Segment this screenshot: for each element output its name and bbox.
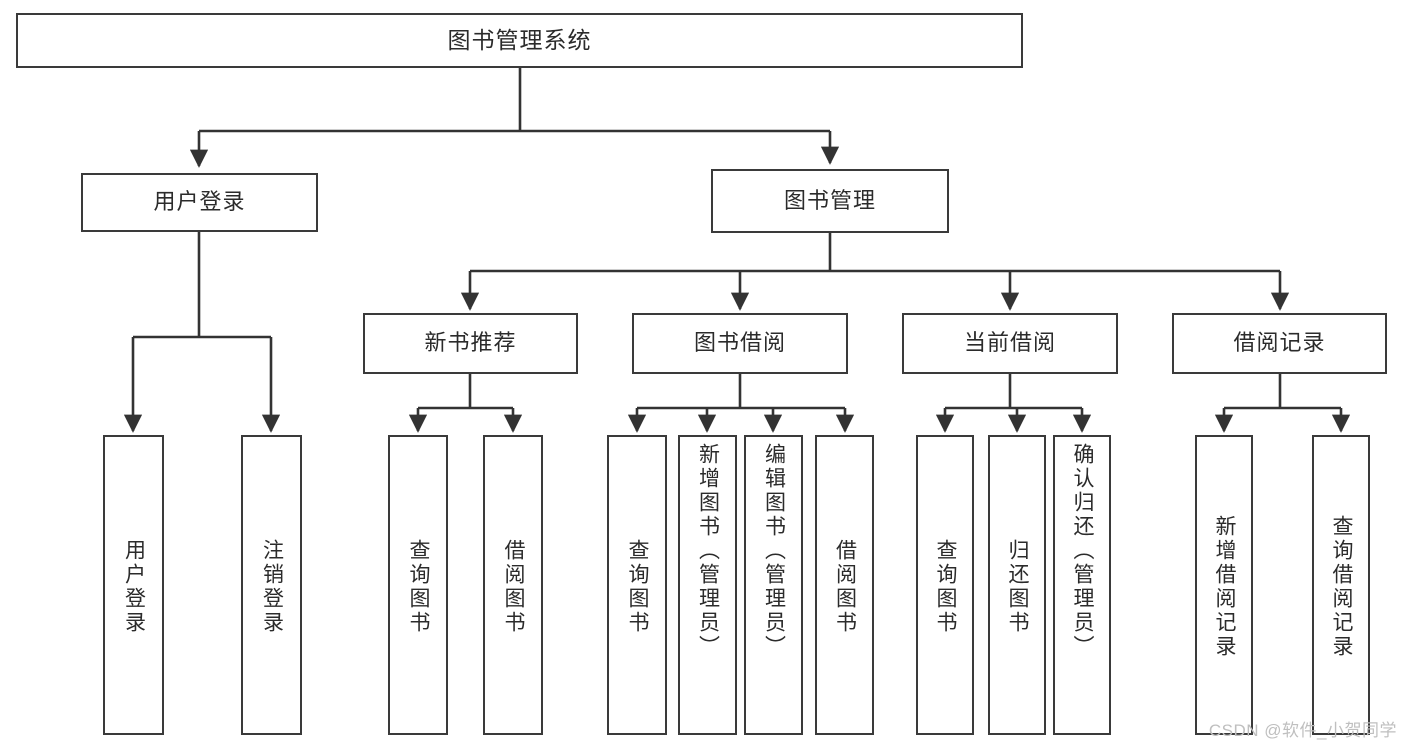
node-book-borrow[interactable]: 图书借阅	[632, 313, 848, 374]
node-leaf-edit-book-admin[interactable]: 编辑图书（管理员）	[744, 435, 803, 735]
node-label: 新增借阅记录	[1213, 515, 1237, 659]
node-label: 查询图书	[934, 539, 958, 635]
node-book-manage[interactable]: 图书管理	[711, 169, 949, 233]
node-user-login[interactable]: 用户登录	[81, 173, 318, 232]
node-leaf-add-borrow-record[interactable]: 新增借阅记录	[1195, 435, 1253, 735]
node-borrow-record[interactable]: 借阅记录	[1172, 313, 1387, 374]
leaf-content: 新增借阅记录	[1197, 441, 1251, 733]
node-label: 归还图书	[1006, 539, 1030, 635]
node-leaf-query-book-borrow[interactable]: 查询图书	[607, 435, 667, 735]
node-leaf-add-book-admin[interactable]: 新增图书（管理员）	[678, 435, 737, 735]
node-label: 查询图书	[626, 539, 650, 635]
node-leaf-query-book-recommend[interactable]: 查询图书	[388, 435, 448, 735]
node-label: 当前借阅	[963, 330, 1056, 356]
node-label: 查询借阅记录	[1330, 515, 1354, 659]
node-label: 注销登录	[260, 539, 284, 635]
node-label: 借阅图书	[833, 539, 857, 635]
leaf-content: 借阅图书	[485, 441, 541, 733]
node-leaf-logout[interactable]: 注销登录	[241, 435, 302, 735]
node-label: 图书借阅	[693, 330, 786, 356]
leaf-content: 查询借阅记录	[1314, 441, 1368, 733]
node-label: 借阅图书	[502, 539, 526, 635]
node-label: 查询图书	[407, 539, 431, 635]
leaf-content: 用户登录	[105, 441, 162, 733]
node-root-book-management-system[interactable]: 图书管理系统	[16, 13, 1023, 68]
leaf-content: 注销登录	[243, 441, 300, 733]
node-label: 编辑图书（管理员）	[762, 443, 786, 659]
node-label: 用户登录	[122, 539, 146, 635]
node-leaf-query-borrow-record[interactable]: 查询借阅记录	[1312, 435, 1370, 735]
node-leaf-user-login[interactable]: 用户登录	[103, 435, 164, 735]
node-label: 借阅记录	[1233, 330, 1326, 356]
node-leaf-query-book-current[interactable]: 查询图书	[916, 435, 974, 735]
node-current-borrow[interactable]: 当前借阅	[902, 313, 1118, 374]
node-label: 新书推荐	[424, 330, 517, 356]
leaf-content: 借阅图书	[817, 441, 872, 733]
leaf-content: 查询图书	[918, 441, 972, 733]
node-leaf-confirm-return-admin[interactable]: 确认归还（管理员）	[1053, 435, 1111, 735]
node-label: 确认归还（管理员）	[1071, 443, 1095, 659]
leaf-content: 确认归还（管理员）	[1055, 441, 1109, 735]
leaf-content: 编辑图书（管理员）	[746, 441, 801, 735]
node-leaf-borrow-book-borrow[interactable]: 借阅图书	[815, 435, 874, 735]
csdn-watermark: CSDN @软件_小贺同学	[1208, 721, 1397, 740]
leaf-content: 查询图书	[609, 441, 665, 733]
leaf-content: 查询图书	[390, 441, 446, 733]
node-leaf-return-book[interactable]: 归还图书	[988, 435, 1046, 735]
leaf-content: 新增图书（管理员）	[680, 441, 735, 735]
node-label: 用户登录	[153, 189, 246, 215]
node-leaf-borrow-book-recommend[interactable]: 借阅图书	[483, 435, 543, 735]
node-label: 新增图书（管理员）	[696, 443, 720, 659]
leaf-content: 归还图书	[990, 441, 1044, 733]
node-label: 图书管理	[783, 187, 876, 213]
node-new-book-recommend[interactable]: 新书推荐	[363, 313, 578, 374]
node-label: 图书管理系统	[447, 26, 592, 53]
